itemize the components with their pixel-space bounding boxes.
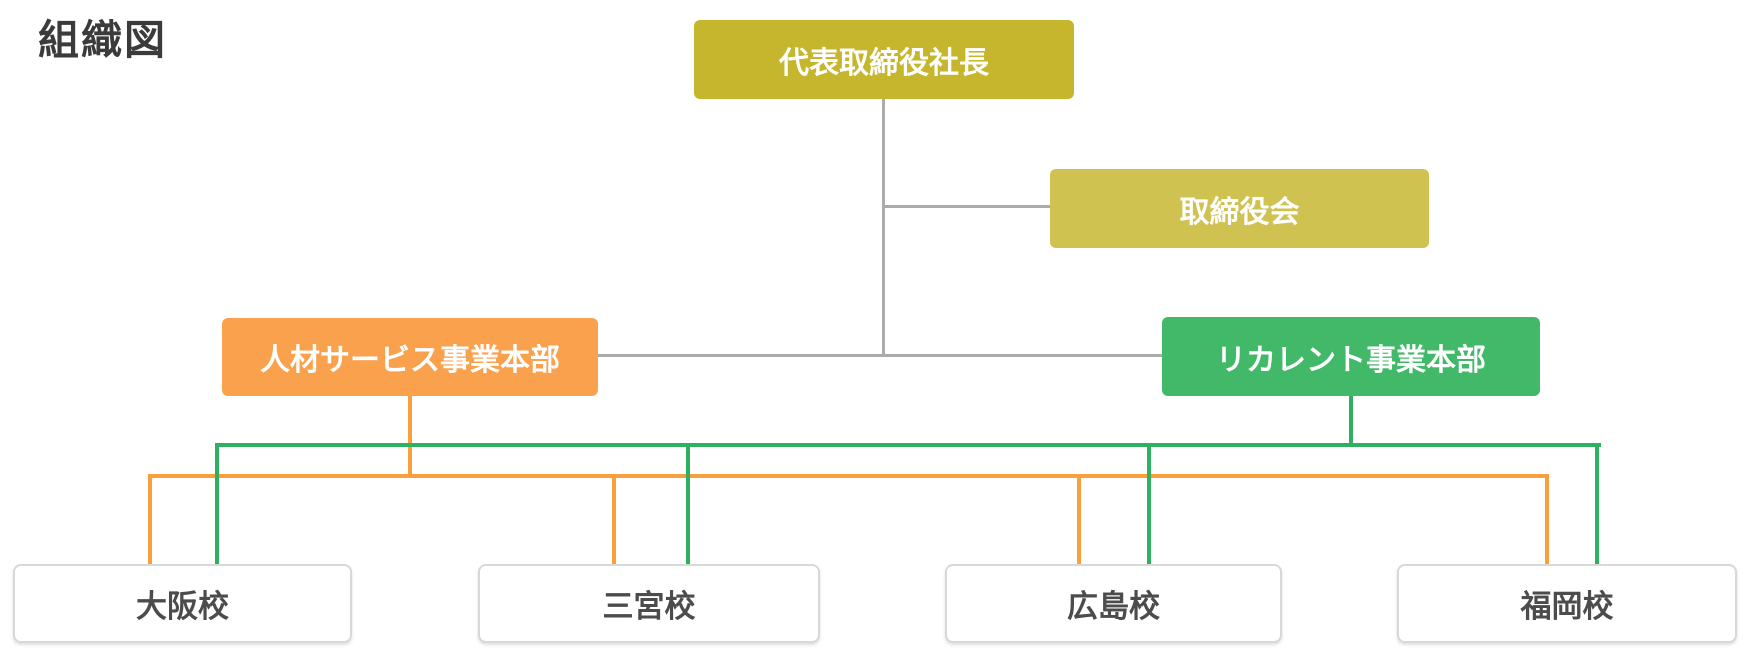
node-school-fukuoka-label: 福岡校 — [1520, 589, 1614, 624]
node-president-label: 代表取締役社長 — [779, 46, 989, 80]
node-school-osaka-label: 大阪校 — [136, 589, 229, 624]
connector-president-board — [884, 205, 1050, 208]
connector-recurrent-drop-osaka — [215, 443, 219, 565]
connector-hr-drop-fukuoka — [1545, 474, 1549, 565]
connector-hr-drop-hiroshima — [1077, 474, 1081, 565]
node-president: 代表取締役社長 — [694, 20, 1074, 99]
connector-recurrent-bus — [215, 443, 1601, 447]
node-board-of-directors: 取締役会 — [1050, 169, 1429, 248]
node-division-recurrent: リカレント事業本部 — [1162, 317, 1540, 396]
connector-recurrent-drop-hiroshima — [1147, 443, 1151, 565]
connector-hr-feed — [408, 396, 412, 478]
node-school-sannomiya-label: 三宮校 — [602, 589, 696, 624]
connector-hr-drop-osaka — [148, 474, 152, 565]
connector-hr-drop-sannomiya — [612, 474, 616, 565]
connector-recurrent-drop-sannomiya — [686, 443, 690, 565]
connector-hr-bus — [148, 474, 1549, 478]
connector-recurrent-drop-fukuoka — [1595, 443, 1599, 565]
connector-president-vertical — [882, 99, 885, 356]
node-division-hr-label: 人材サービス事業本部 — [260, 344, 560, 377]
node-board-label: 取締役会 — [1179, 195, 1300, 229]
node-school-hiroshima-label: 広島校 — [1067, 589, 1160, 624]
node-division-hr-services: 人材サービス事業本部 — [222, 318, 598, 396]
node-school-fukuoka: 福岡校 — [1397, 564, 1737, 643]
node-school-hiroshima: 広島校 — [945, 564, 1282, 643]
page-title: 組織図 — [38, 17, 167, 63]
connector-recurrent-feed — [1349, 396, 1353, 446]
node-school-sannomiya: 三宮校 — [478, 564, 820, 643]
connector-divisions-horizontal — [598, 354, 1162, 357]
node-school-osaka: 大阪校 — [13, 564, 352, 643]
node-division-recurrent-label: リカレント事業本部 — [1216, 343, 1486, 377]
